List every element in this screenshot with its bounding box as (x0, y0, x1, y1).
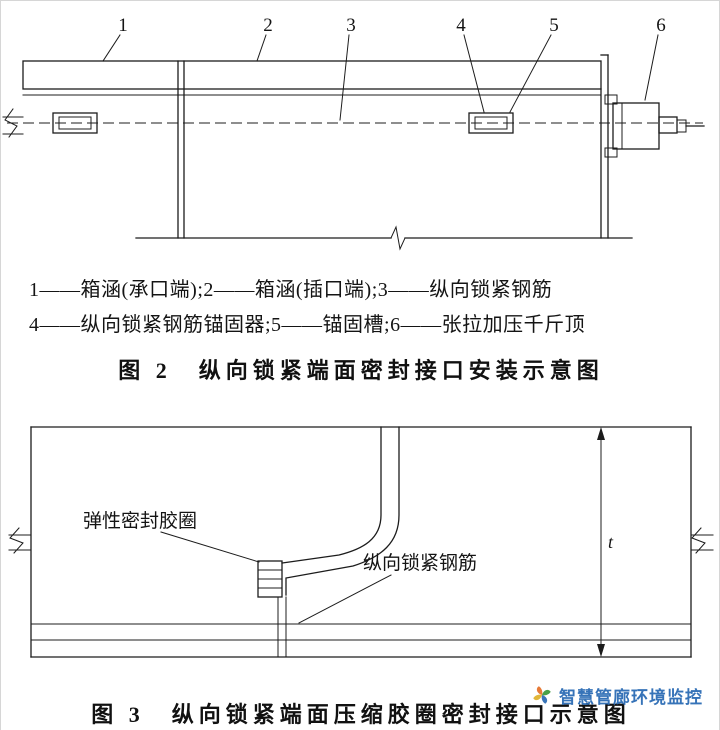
rebar-leader-line (298, 574, 392, 624)
culvert-wall-section (22, 60, 602, 90)
fig3-outline (30, 426, 692, 658)
watermark: 智慧管廊环境监控 (531, 683, 703, 707)
legend-line-2: 4——纵向锁紧钢筋锚固器;5——锚固槽;6——张拉加压千斤顶 (29, 314, 586, 336)
dimension-t-label: t (608, 532, 614, 552)
fig2-legend: 1——箱涵(承口端);2——箱涵(插口端);3——纵向锁紧钢筋 4——纵向锁紧钢… (29, 273, 693, 343)
jack (604, 94, 705, 158)
fig3-caption: 图 3 纵向锁紧端面压缩胶圈密封接口示意图 (91, 702, 631, 727)
fig2-caption: 图 2 纵向锁紧端面密封接口安装示意图 (118, 358, 604, 383)
fig3-right-break (690, 527, 714, 554)
fig2-left-break (2, 108, 24, 138)
watermark-text: 智慧管廊环境监控 (559, 687, 703, 707)
callout-4: 4 (456, 15, 466, 36)
fig3-steel-bar-lines (30, 623, 692, 641)
seal-label: 弹性密封胶圈 (83, 510, 197, 532)
fig2-callout-numbers: 1 2 3 4 5 6 (118, 15, 666, 36)
fig3-joint (277, 426, 400, 658)
fig2-leader-lines (102, 34, 659, 121)
end-plate (600, 54, 609, 239)
watermark-logo-icon (533, 686, 551, 704)
fig3-left-break (8, 527, 32, 554)
anchor-left (52, 112, 98, 134)
legend-line-1: 1——箱涵(承口端);2——箱涵(插口端);3——纵向锁紧钢筋 (29, 279, 553, 301)
callout-2: 2 (263, 15, 273, 36)
anchor-right (468, 112, 514, 134)
callout-5: 5 (549, 15, 559, 36)
figure2-drawing: 1 2 3 4 5 6 (2, 15, 705, 251)
callout-3: 3 (346, 15, 356, 36)
callout-6: 6 (656, 15, 666, 36)
figure3-drawing: t 弹性密封胶圈 纵向锁紧钢筋 (8, 426, 714, 658)
seal-leader-line (160, 531, 260, 563)
callout-1: 1 (118, 15, 128, 36)
seal-ring (257, 560, 283, 598)
fig2-bottom-line (135, 225, 633, 251)
rebar-label: 纵向锁紧钢筋 (363, 552, 477, 574)
dimension-t: t (597, 427, 614, 657)
fig2-joint-lines (177, 60, 185, 239)
